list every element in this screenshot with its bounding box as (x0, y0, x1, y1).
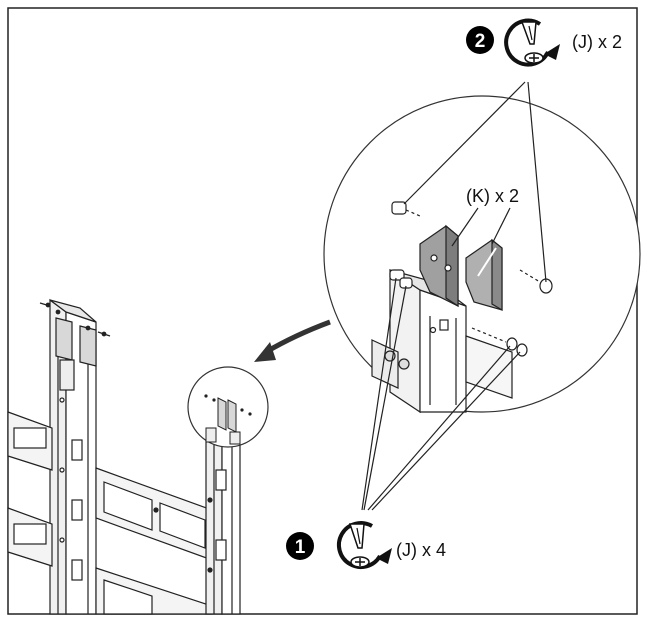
step-2-callout: 2 (J) x 2 (466, 18, 622, 67)
cross-panels-left (7, 411, 53, 567)
step-1-badge (286, 532, 314, 560)
wall-frame-assembly (7, 298, 241, 615)
left-vertical-rail (49, 298, 97, 615)
bracket-k-right (465, 238, 503, 312)
bracket-leader-right (491, 207, 511, 245)
bracket-label: (K) x 2 (466, 186, 519, 206)
step-1-callout: 1 (J) x 4 (286, 521, 446, 570)
step1-leader-lines (361, 277, 521, 511)
step-1-number: 1 (295, 537, 306, 558)
bracket-k-left (419, 224, 459, 308)
zoom-arrow (254, 319, 331, 362)
screwdriver-rotate-icon (504, 18, 560, 67)
step2-leader-lines (403, 81, 547, 283)
small-detail-callout (187, 366, 269, 448)
left-rail-screws (39, 302, 111, 337)
step-1-label: (J) x 4 (396, 540, 446, 560)
step-2-label: (J) x 2 (572, 32, 622, 52)
step-2-badge (466, 26, 494, 54)
step-2-number: 2 (475, 31, 486, 52)
screwdriver-rotate-icon (336, 521, 392, 570)
large-detail-callout: (K) x 2 (323, 95, 641, 414)
bracket-leader-left (451, 207, 479, 247)
cross-panels-middle (95, 467, 213, 615)
